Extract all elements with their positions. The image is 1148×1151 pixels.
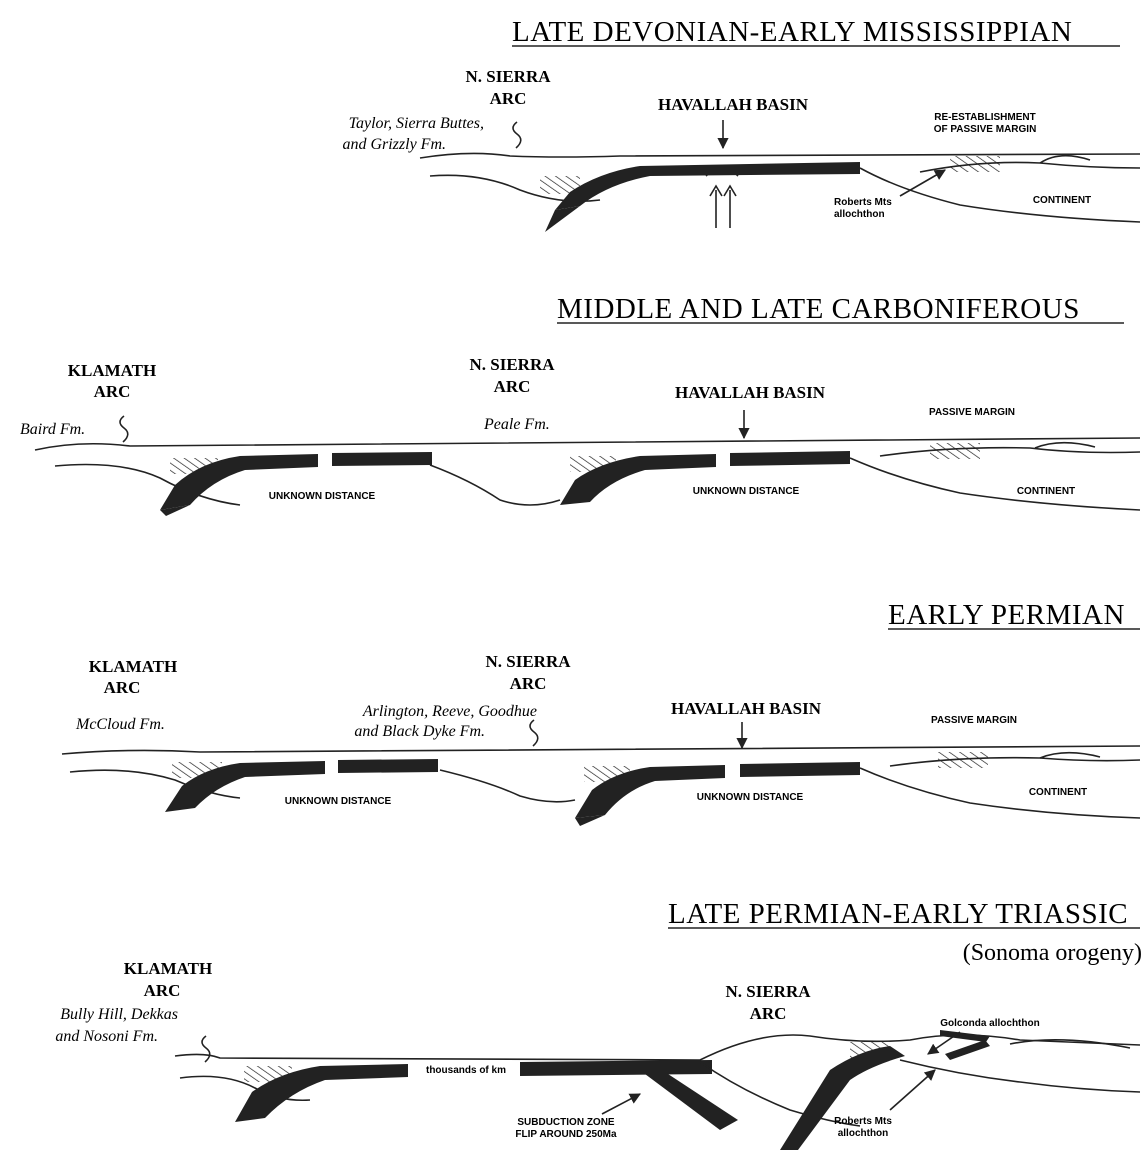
volcano-symbol (530, 720, 538, 746)
arc-label: ARC (94, 382, 131, 401)
passive-margin-label: PASSIVE MARGIN (929, 407, 1015, 418)
sierra-fm-label-2: and Black Dyke Fm. (354, 723, 485, 740)
n-sierra-label: N. SIERRA (725, 982, 811, 1001)
arc-label: ARC (144, 981, 181, 1000)
continent-label: CONTINENT (1033, 195, 1091, 206)
unknown-distance-2: UNKNOWN DISTANCE (693, 486, 800, 497)
volcano-symbol (202, 1036, 210, 1062)
subduction-arrow (545, 206, 580, 232)
slab-segment (520, 1060, 712, 1076)
margin-hatch (950, 156, 1000, 172)
oceanic-slab (555, 162, 860, 210)
unknown-distance-1: UNKNOWN DISTANCE (285, 796, 392, 807)
crust-line-2 (430, 465, 560, 505)
continent-label: CONTINENT (1017, 486, 1075, 497)
panel-carboniferous: MIDDLE AND LATE CARBONIFEROUS KLAMATH AR… (20, 293, 1140, 516)
panel-title: MIDDLE AND LATE CARBONIFEROUS (557, 293, 1080, 325)
slab-segment (338, 759, 438, 773)
subduction-label-2: FLIP AROUND 250Ma (515, 1129, 617, 1140)
accretion-hatch-1 (170, 458, 218, 474)
continent-base (850, 458, 1140, 510)
subduction-label-1: SUBDUCTION ZONE (517, 1117, 615, 1128)
formation-label-1: Taylor, Sierra Buttes, (349, 115, 484, 132)
shelf-lens (1035, 443, 1095, 448)
havallah-basin-label: HAVALLAH BASIN (671, 699, 822, 718)
subduction-arrow (602, 1094, 640, 1114)
passive-wedge (880, 448, 1140, 456)
klamath-label: KLAMATH (89, 657, 177, 676)
slab-segment (332, 452, 432, 466)
sierra-fm-label-1: Arlington, Reeve, Goodhue (362, 703, 537, 720)
allochthon-arrow (900, 170, 945, 196)
continent-base (860, 768, 1140, 818)
arc-label: ARC (104, 678, 141, 697)
accretion-hatch-2 (850, 1042, 890, 1060)
unknown-distance-1: UNKNOWN DISTANCE (269, 491, 376, 502)
sea-level-line (175, 1035, 1140, 1060)
margin-hatch (938, 752, 988, 768)
sierra-fm-label: Peale Fm. (483, 416, 550, 433)
allochthon-label-1: Roberts Mts (834, 1116, 892, 1127)
panel-late-devonian: LATE DEVONIAN-EARLY MISSISSIPPIAN N. SIE… (342, 16, 1140, 232)
continent-base (900, 1060, 1140, 1092)
slab-segment-2 (740, 762, 860, 777)
golconda-label: Golconda allochthon (940, 1018, 1039, 1029)
allochthon-arrow (890, 1070, 935, 1110)
n-sierra-label: N. SIERRA (469, 355, 555, 374)
klamath-label: KLAMATH (124, 959, 212, 978)
accretion-hatch-1 (244, 1066, 292, 1082)
arc-label-2: ARC (510, 674, 547, 693)
margin-label-1: RE-ESTABLISHMENT (934, 112, 1035, 123)
arc-label-2: ARC (750, 1004, 787, 1023)
accretion-hatch-1 (172, 762, 222, 778)
klamath-fm-label-2: and Nosoni Fm. (55, 1028, 158, 1045)
panel-early-permian: EARLY PERMIAN KLAMATH ARC McCloud Fm. N.… (62, 599, 1140, 826)
subduction-flip-slab (645, 1074, 738, 1130)
allochthon-label-1: Roberts Mts (834, 197, 892, 208)
panel-title: LATE PERMIAN-EARLY TRIASSIC (668, 898, 1128, 930)
accretion-hatch (540, 176, 580, 194)
havallah-basin-label: HAVALLAH BASIN (658, 95, 809, 114)
passive-margin-label: PASSIVE MARGIN (931, 715, 1017, 726)
panel-late-permian: LATE PERMIAN-EARLY TRIASSIC (Sonoma orog… (55, 898, 1142, 1150)
klamath-fm-label: McCloud Fm. (75, 716, 165, 733)
margin-hatch (930, 443, 980, 459)
accretion-hatch-2 (584, 766, 630, 782)
slab-segment-2 (730, 451, 850, 466)
klamath-fm-label-1: Bully Hill, Dekkas (60, 1006, 178, 1023)
golconda-allochthon (945, 1040, 990, 1060)
thousands-km-label: thousands of km (426, 1065, 506, 1076)
margin-label-2: OF PASSIVE MARGIN (934, 124, 1037, 135)
unknown-distance-2: UNKNOWN DISTANCE (697, 792, 804, 803)
arc-label: ARC (490, 89, 527, 108)
accretion-hatch-2 (570, 456, 616, 472)
n-sierra-label: N. SIERRA (485, 652, 571, 671)
shelf-lens (1040, 156, 1090, 163)
n-sierra-label: N. SIERRA (465, 67, 551, 86)
klamath-fm-label: Baird Fm. (20, 421, 85, 438)
allochthon-label-2: allochthon (834, 209, 885, 220)
continent-label: CONTINENT (1029, 787, 1087, 798)
upwelling-arrows (710, 186, 736, 228)
panel-title: LATE DEVONIAN-EARLY MISSISSIPPIAN (512, 16, 1072, 48)
volcano-symbol (513, 122, 521, 148)
crust-line-2 (440, 770, 575, 802)
klamath-label: KLAMATH (68, 361, 156, 380)
allochthon-label-2: allochthon (838, 1128, 889, 1139)
passive-wedge (890, 758, 1140, 766)
arc-label-2: ARC (494, 377, 531, 396)
formation-label-2: and Grizzly Fm. (342, 136, 446, 153)
shelf-lens (1040, 753, 1100, 758)
havallah-basin-label: HAVALLAH BASIN (675, 383, 826, 402)
panel-subtitle: (Sonoma orogeny) (963, 940, 1142, 966)
panel-title: EARLY PERMIAN (888, 599, 1125, 631)
volcano-symbol (120, 416, 128, 442)
sea-level-line (420, 153, 1140, 158)
